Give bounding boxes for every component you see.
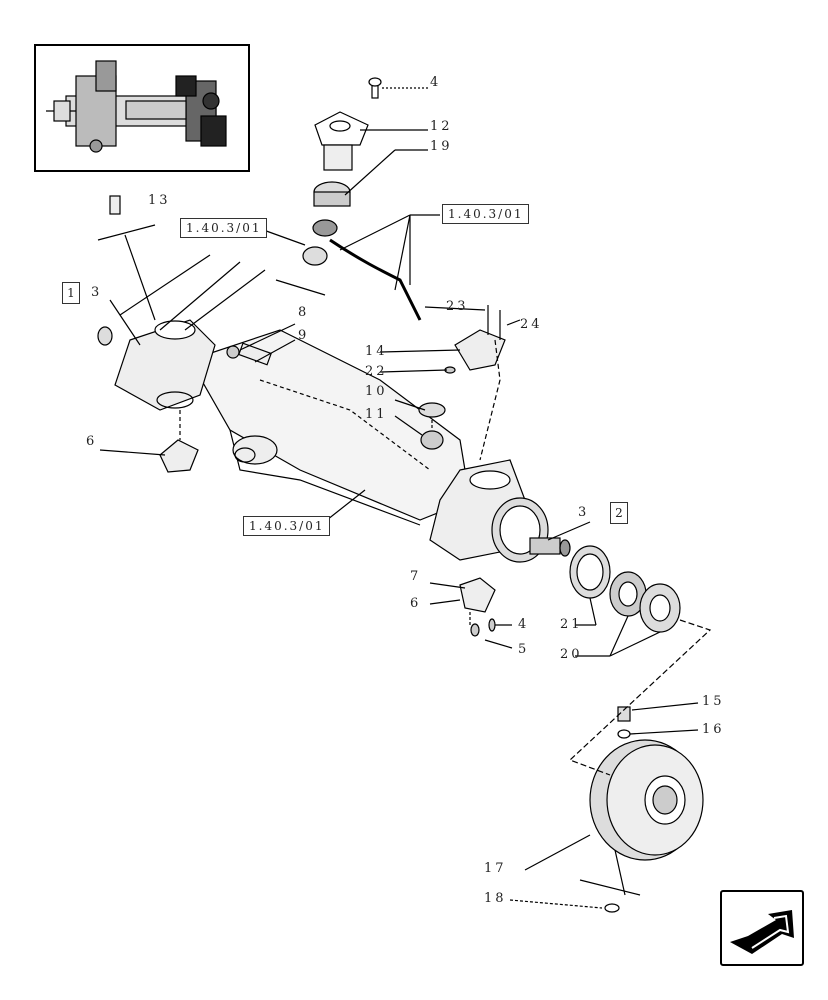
sensor-cable — [329, 238, 422, 321]
callout-3-right: 3 — [578, 505, 590, 520]
callout-9: 9 — [298, 328, 310, 343]
callout-13: 13 — [148, 193, 171, 208]
callout-5: 5 — [518, 642, 530, 657]
callout-21: 21 — [560, 617, 583, 632]
reference-box-top-right[interactable]: 1.40.3/01 — [442, 204, 530, 224]
overview-thumbnail — [34, 44, 250, 172]
reference-box-top-left[interactable]: 1.40.3/01 — [180, 218, 268, 238]
callout-20: 20 — [560, 647, 583, 662]
callout-23: 23 — [446, 299, 469, 314]
axle-overview-icon — [46, 60, 227, 153]
callout-18: 18 — [484, 891, 507, 906]
callout-8: 8 — [298, 305, 310, 320]
callout-3-left: 3 — [91, 285, 103, 300]
callout-4-top: 4 — [430, 75, 442, 90]
callout-4-bottom: 4 — [518, 617, 530, 632]
kit-box-2[interactable]: 2 — [610, 502, 628, 524]
callout-11: 11 — [365, 407, 388, 422]
callout-6-right: 6 — [410, 596, 422, 611]
bracket-14 — [454, 329, 506, 371]
back-navigation-button[interactable] — [720, 890, 804, 966]
callout-24: 24 — [520, 317, 543, 332]
reference-box-bottom[interactable]: 1.40.3/01 — [243, 516, 331, 536]
kit-box-1[interactable]: 1 — [62, 282, 80, 304]
callout-7: 7 — [410, 569, 422, 584]
callout-22: 22 — [365, 364, 388, 379]
callout-16: 16 — [702, 722, 725, 737]
king-pin-cap — [314, 111, 369, 146]
callout-10: 10 — [365, 384, 388, 399]
callout-6-left: 6 — [86, 434, 98, 449]
callout-19: 19 — [430, 139, 453, 154]
left-swivel-housing — [114, 319, 216, 411]
callout-17: 17 — [484, 861, 507, 876]
callout-15: 15 — [702, 694, 725, 709]
callout-12: 12 — [430, 119, 453, 134]
callout-14: 14 — [365, 344, 388, 359]
arrow-back-icon — [730, 910, 794, 954]
